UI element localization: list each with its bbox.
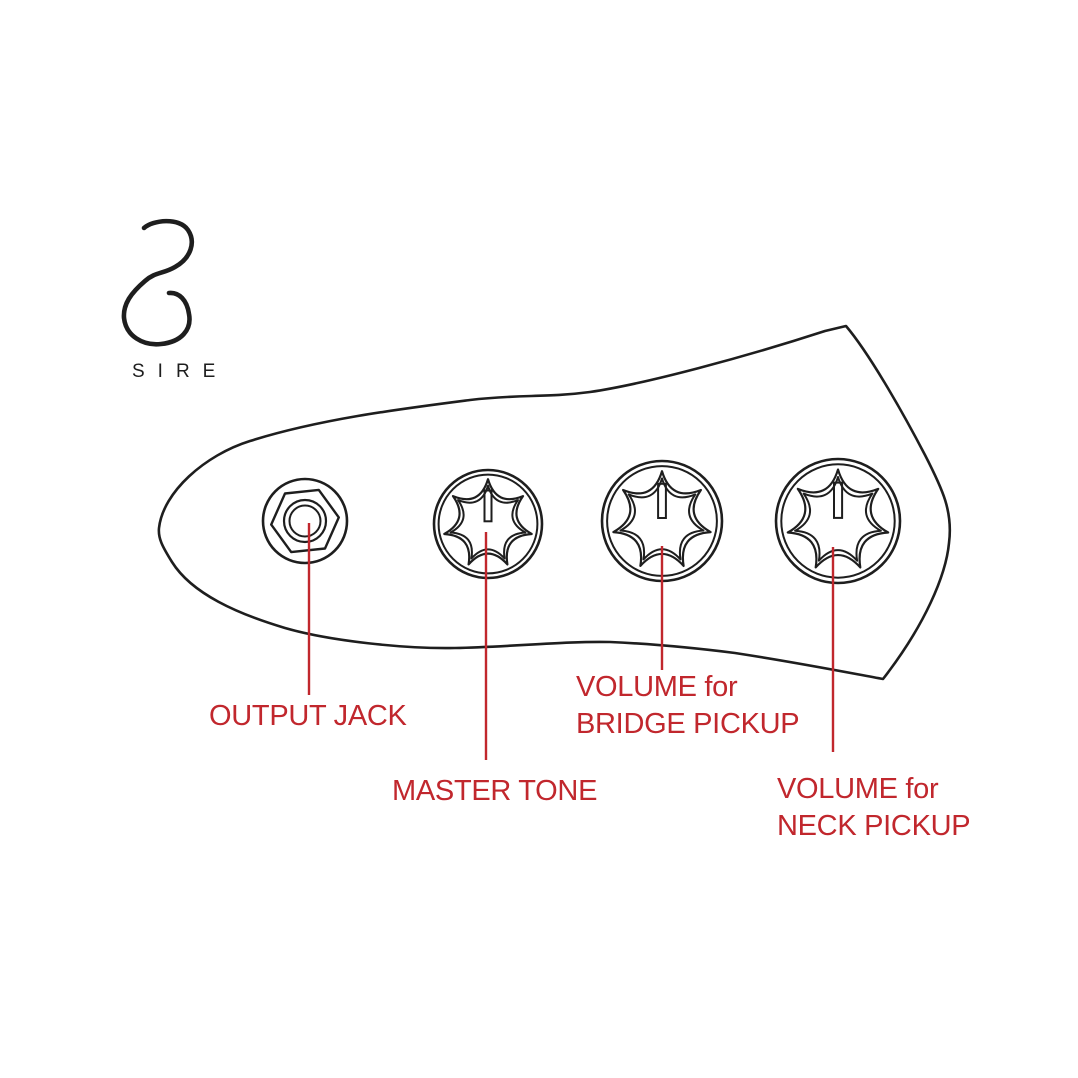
volume-bridge-label: VOLUME for BRIDGE PICKUP [576,669,800,743]
volume-bridge-label-line1: VOLUME for [576,671,738,703]
volume-neck-label-line1: VOLUME for [777,773,939,805]
master-tone-label: MASTER TONE [392,775,598,807]
output-jack-label: OUTPUT JACK [209,700,407,732]
sire-s-monogram-icon [121,218,194,347]
volume-neck-label-line2: NECK PICKUP [777,810,971,842]
control-plate-outline [157,324,952,681]
knob-volume-neck [774,457,902,585]
output-jack [261,477,349,565]
knob-master-tone [432,468,544,580]
volume-neck-label: VOLUME for NECK PICKUP [777,771,971,845]
volume-bridge-label-line2: BRIDGE PICKUP [576,708,800,740]
jack-nut-hexagon [270,488,340,554]
sire-logo-text: SIRE [132,361,229,382]
